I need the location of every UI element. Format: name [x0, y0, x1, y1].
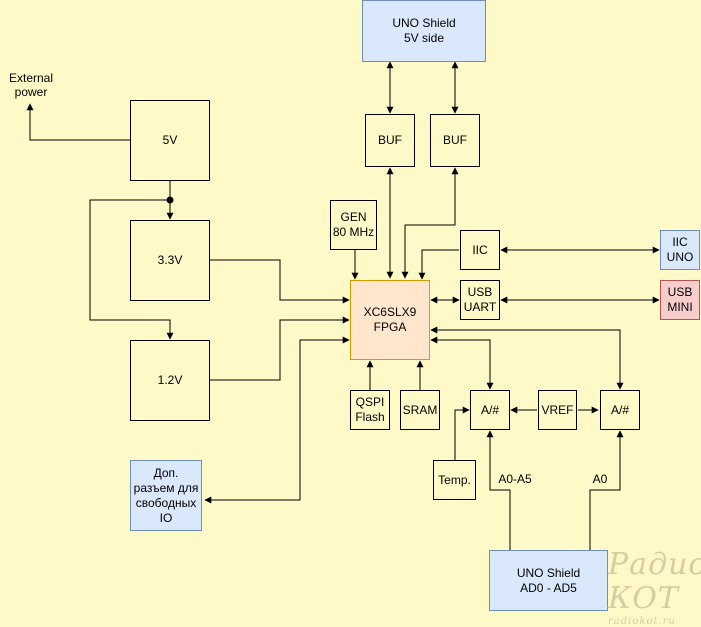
uno-shield-5v-block: UNO Shield 5V side [362, 0, 486, 62]
block-diagram: UNO Shield 5V side BUF BUF 5V 3.3V 1.2V … [8, 0, 701, 627]
buf-right-block: BUF [430, 114, 480, 167]
qspi-flash-block: QSPI Flash [350, 390, 390, 430]
psu-3v3-block: 3.3V [130, 220, 210, 301]
wire-fpga-to-iic [418, 249, 459, 280]
external-power-label: External power [8, 71, 54, 99]
fpga-block: XC6SLX9 FPGA [350, 280, 430, 360]
adc-left-block: A/# [470, 390, 510, 430]
power-junction-dot [166, 196, 174, 204]
wire-fpga-to-adc-right [430, 326, 624, 390]
wire-io-to-fpga [204, 336, 350, 504]
wire-3v3-to-fpga [210, 259, 350, 304]
psu-5v-block: 5V [130, 100, 210, 181]
usb-uart-block: USB UART [460, 280, 500, 320]
adc-right-block: A/# [600, 390, 640, 430]
temp-block: Temp. [433, 460, 476, 500]
iic-uno-block: IIC UNO [660, 230, 700, 270]
connection-wires [26, 61, 660, 550]
a0-label: A0 [592, 472, 608, 486]
psu-1v2-block: 1.2V [130, 340, 210, 421]
sram-block: SRAM [400, 390, 440, 430]
wire-buf-right-to-fpga [401, 167, 459, 279]
wire-external-power [26, 103, 130, 141]
a0-a5-label: A0-A5 [498, 472, 532, 486]
buf-left-block: BUF [365, 114, 415, 167]
iic-block: IIC [460, 230, 500, 270]
gen-block: GEN 80 MHz [330, 200, 377, 250]
usb-mini-block: USB MINI [660, 280, 700, 320]
wire-1v2-to-fpga [210, 316, 350, 381]
wire-fpga-to-adc-left [430, 336, 494, 390]
wire-temp-to-adc [454, 406, 470, 460]
radiokot-watermark-logo: Радио КОТ radiokot.ru [608, 547, 701, 627]
wire-ad-to-adc-left [486, 430, 511, 550]
wire-ad-to-adc-right [589, 430, 624, 550]
extra-io-connector-block: Доп. разъем для свободных IO [130, 460, 202, 531]
vref-block: VREF [538, 390, 577, 430]
wire-5v-to-1v2 [89, 199, 174, 340]
uno-shield-ad-block: UNO Shield AD0 - AD5 [489, 550, 608, 611]
